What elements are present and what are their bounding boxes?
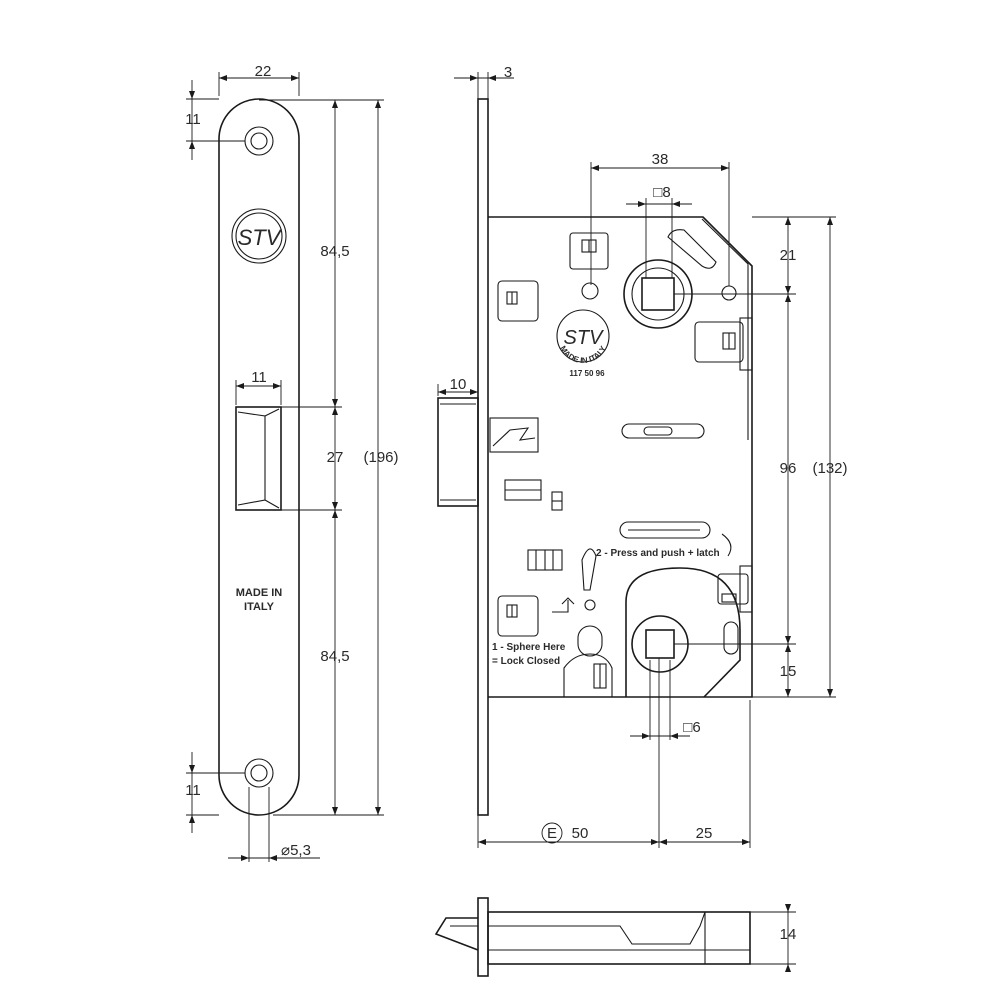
backset-symbol: E	[547, 825, 557, 842]
dim-latch-projection: 10	[450, 376, 467, 393]
dim-lower-square: □6	[683, 719, 700, 736]
dim-top-to-spindle: 21	[780, 247, 797, 264]
lock-case	[488, 216, 753, 698]
dim-span-bottom: 84,5	[320, 648, 349, 665]
square-hole-6	[645, 629, 675, 659]
clip-left-upper	[497, 280, 539, 322]
slide-bar	[619, 521, 711, 539]
dim-total-length: (196)	[363, 449, 398, 466]
release-button	[527, 548, 597, 591]
bottom-latch-bolt	[434, 917, 479, 951]
latch-window	[235, 406, 282, 511]
bottom-screw-hole	[244, 758, 274, 788]
dim-bottom-to-square: 15	[780, 663, 797, 680]
clip-bottom	[563, 653, 613, 697]
faceplate-view: STV MADE IN ITALY	[218, 98, 300, 816]
dim-hole-offset-top: 11	[185, 111, 201, 128]
dim-center-distance: 96	[780, 460, 797, 477]
svg-text:STV: STV	[564, 327, 605, 349]
dim-spindle-spacing: 38	[652, 151, 669, 168]
dim-rear-depth: 25	[696, 825, 713, 842]
bottom-view: 14	[434, 897, 797, 977]
clip-right	[694, 317, 753, 371]
screw-hole-b	[721, 285, 737, 301]
made-in-text-2: ITALY	[244, 601, 275, 613]
top-screw-hole	[244, 126, 274, 156]
lock-body-view: STV MADE IN ITALY 117 50 96 2 - Press an…	[437, 98, 753, 816]
backset-symbol-circle	[541, 822, 563, 844]
dim-span-top: 84,5	[320, 243, 349, 260]
sphere-indicator	[584, 599, 596, 611]
faceplate-outline	[218, 98, 300, 816]
stamp-logo: STV MADE IN ITALY 117 50 96	[556, 309, 610, 378]
instruction-1a: 1 - Sphere Here	[492, 642, 566, 653]
made-in-text-1: MADE IN	[236, 587, 283, 599]
square-hole-8	[641, 277, 675, 311]
clip-top-left	[569, 232, 609, 270]
front-plate	[477, 98, 489, 816]
latch-bolt	[437, 397, 563, 511]
dim-backset: 50	[572, 825, 589, 842]
lock-body-dimensions: 3 10 38 □8 21 96 15 (132)	[437, 64, 848, 848]
clip-left-lower	[497, 595, 539, 637]
dim-body-height: (132)	[812, 460, 847, 477]
oval-hole	[577, 625, 603, 657]
serial-number: 117 50 96	[569, 369, 605, 378]
dim-spindle-square: □8	[653, 184, 670, 201]
dim-latch-width: 11	[251, 369, 267, 386]
dim-hole-offset-bottom: 11	[185, 782, 201, 799]
dim-faceplate-width: 22	[255, 63, 272, 80]
lower-hub	[625, 565, 753, 698]
stv-logo: STV	[231, 208, 287, 264]
dim-latch-height: 27	[327, 449, 344, 466]
screw-hole-a	[581, 282, 599, 300]
guide-slot	[621, 423, 705, 439]
instruction-2: 2 - Press and push + latch	[596, 548, 720, 559]
faceplate-dimensions: 22 11 11 84,5 27 84,5 (196)	[185, 63, 399, 862]
upper-cam	[667, 229, 717, 269]
dim-plate-thickness: 3	[504, 64, 512, 81]
dim-hole-diameter: ⌀5,3	[281, 842, 311, 859]
dim-bottom-thickness: 14	[780, 926, 797, 943]
instruction-1b: = Lock Closed	[492, 656, 560, 667]
rotate-arrow-icon	[721, 533, 732, 557]
arrow-icon	[552, 597, 575, 613]
svg-text:STV: STV	[238, 225, 283, 250]
